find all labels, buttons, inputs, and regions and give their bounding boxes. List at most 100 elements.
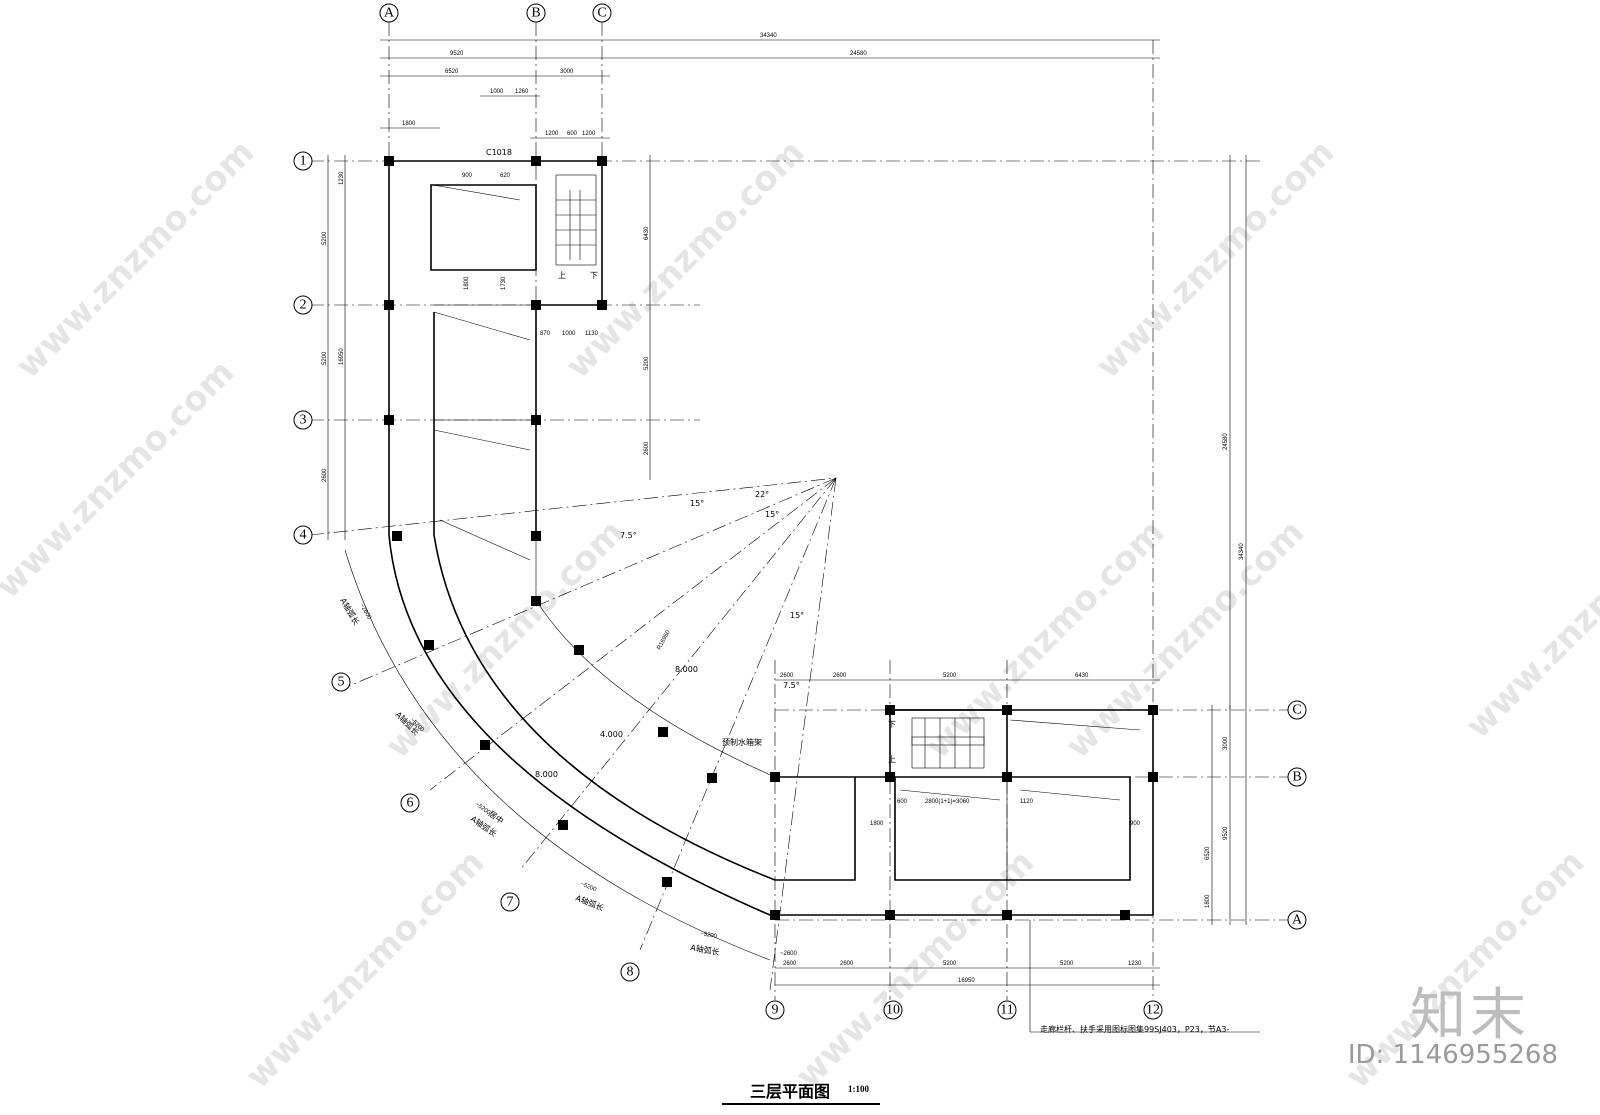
watermark-text: www.znzmo.com (1088, 132, 1342, 386)
brand-logo: 知末 (1410, 983, 1530, 1048)
axis-bubble-9: 9 (765, 1000, 785, 1020)
dimension-lines (327, 39, 1247, 986)
structural-columns (384, 156, 1158, 920)
axis-bubbles-top: A B C (379, 3, 612, 23)
axis-label: 6 (407, 796, 414, 811)
watermark-text: www.znzmo.com (918, 512, 1172, 766)
stair-up-label: 上 (888, 755, 896, 764)
brand-id: ID: 1146955268 (1347, 1040, 1558, 1070)
axis-bubble-c: C (592, 3, 612, 23)
axis-label: 4 (300, 528, 307, 543)
dim-text: ~2600 (780, 951, 798, 957)
axis-bubble-10: 10 (883, 1000, 903, 1020)
dim-text: 9520 (1223, 826, 1229, 840)
elevation-label: 8.000 (535, 770, 558, 779)
arc-note: A轴弧长 (338, 596, 361, 627)
dim-text: 16950 (339, 348, 345, 365)
axis-bubbles-right: C B A (1287, 700, 1307, 930)
stair-down-label: 下 (888, 720, 896, 729)
dim-text: 5200 (322, 231, 328, 245)
dim-text: 2600 (644, 441, 650, 455)
axis-bubble-4: 4 (293, 525, 313, 545)
stair-down-label: 下 (590, 271, 598, 280)
dim-text: 1230 (339, 171, 345, 185)
dimension-texts: 34340 9520 24580 6520 3000 1000 1260 180… (322, 33, 1245, 984)
drawing-scale: 1:100 (848, 1084, 869, 1094)
axis-label: 12 (1146, 1003, 1160, 1018)
dim-text: 2600 (783, 961, 797, 967)
elevation-label: 4.000 (600, 730, 623, 739)
dim-text: 5200 (943, 961, 957, 967)
angle-label: 15° (690, 499, 704, 508)
watermark-text: www.znzmo.com (0, 352, 242, 606)
dim-text: 870 (540, 331, 551, 337)
dim-text: 34340 (1239, 543, 1245, 560)
axis-label: 10 (886, 1003, 900, 1018)
dim-text: ~5200 (579, 881, 597, 893)
axis-bubble-3: 3 (293, 410, 313, 430)
axis-bubble-11: 11 (997, 1000, 1017, 1020)
arc-note: A轴弧长 (690, 942, 721, 957)
dim-text: 9520 (450, 51, 464, 57)
dim-text: 2600 (322, 468, 328, 482)
dim-text: 6520 (1205, 846, 1211, 860)
dim-text: 24580 (1223, 433, 1229, 450)
dim-text: 1800 (870, 821, 884, 827)
axis-bubbles-arc: 5 6 7 8 (331, 672, 640, 982)
dim-text: 2600 (840, 961, 854, 967)
axis-label: 11 (1000, 1003, 1013, 1018)
elevation-label: 8.000 (675, 665, 698, 674)
angle-label: 15° (765, 510, 779, 519)
watermark-text: www.znzmo.com (1458, 492, 1600, 746)
dim-text: 3000 (560, 69, 574, 75)
dim-text: 1000 (490, 89, 504, 95)
axis-label: B (1292, 770, 1301, 785)
watermark-text: www.znzmo.com (8, 132, 262, 386)
dim-text: 1800 (1205, 894, 1211, 908)
radius-label: R16950 (656, 629, 671, 651)
precast-label: 预制水箱架 (722, 737, 762, 747)
dim-text: 1800 (464, 276, 470, 290)
dim-text: 6520 (445, 69, 459, 75)
axis-bubble-right-b: B (1287, 767, 1307, 787)
dim-text: 6430 (1075, 673, 1089, 679)
dim-text: 1000 (562, 331, 576, 337)
axis-bubble-b: B (526, 3, 546, 23)
axis-label: 9 (772, 1003, 779, 1018)
dim-text: 34340 (760, 33, 777, 39)
axis-label: 5 (338, 675, 345, 690)
dim-text: 24580 (850, 51, 867, 57)
arc-note: A轴弧长 (574, 893, 605, 913)
dim-text: 900 (462, 173, 473, 179)
dim-text: 1230 (1128, 961, 1142, 967)
axis-label: C (1292, 703, 1301, 718)
title-underline (722, 1103, 880, 1105)
watermark-text: www.znzmo.com (238, 842, 492, 1096)
drawing-title: 三层平面图 (750, 1082, 831, 1101)
dim-text: ~5200 (700, 931, 718, 940)
axis-label: 7 (507, 895, 514, 910)
window-tag: C1018 (486, 148, 512, 157)
dim-text: 5200 (943, 673, 957, 679)
dim-text: 6430 (644, 226, 650, 240)
dim-text: 1260 (515, 89, 529, 95)
axis-bubble-8: 8 (620, 962, 640, 982)
dim-text: 1200 (582, 131, 596, 137)
axis-label: A (384, 6, 395, 21)
angle-label: 7.5° (783, 681, 800, 690)
axis-bubble-right-c: C (1287, 700, 1307, 720)
stair-upper (555, 174, 597, 266)
axis-bubble-1: 1 (293, 151, 313, 171)
axis-bubble-a: A (379, 3, 399, 23)
axis-label: 2 (300, 298, 307, 313)
axis-bubbles-left: 1 2 3 4 (293, 151, 313, 545)
axis-bubbles-bottom: 9 10 11 12 (765, 1000, 1163, 1020)
dim-text: 620 (500, 173, 511, 179)
axis-bubble-6: 6 (400, 793, 420, 813)
dim-text: 2600 (833, 673, 847, 679)
axis-label: 8 (627, 965, 634, 980)
dim-text: 2800(1+1)=3060 (925, 799, 970, 805)
angle-label: 7.5° (620, 531, 637, 540)
dim-text: 16950 (958, 978, 975, 984)
